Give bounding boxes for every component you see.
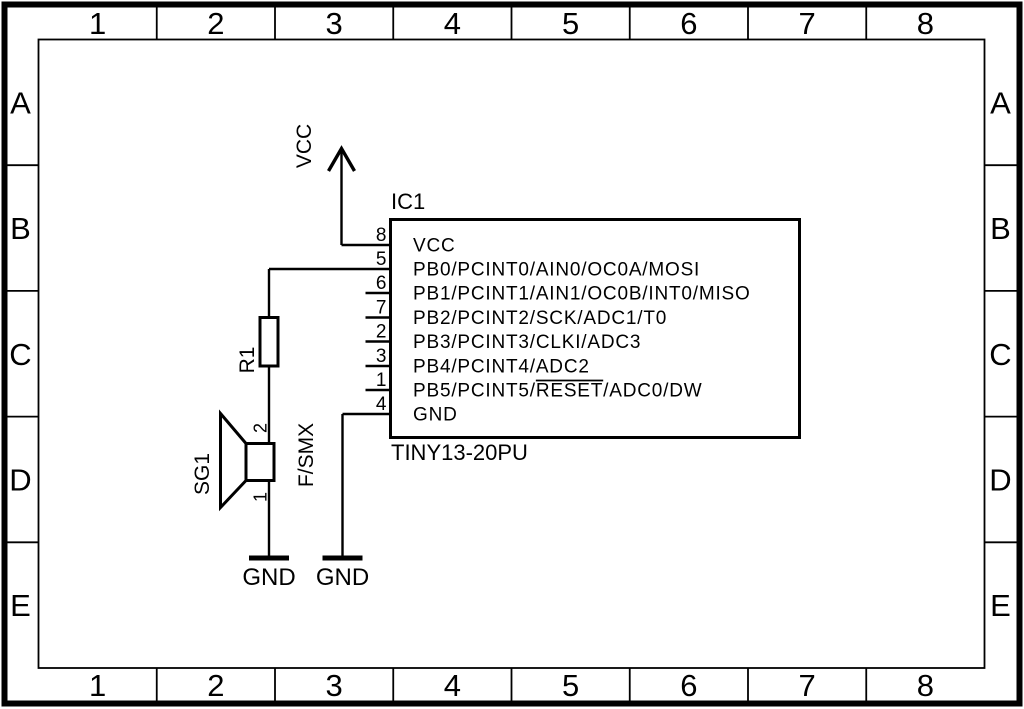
speaker-pin-1: 1 [251, 492, 271, 502]
speaker-cone-icon [219, 409, 248, 512]
frame-row-label-right: A [990, 85, 1011, 120]
gnd-net-label-ic: GND [316, 564, 369, 591]
ic-pin-name: PB3/PCINT3/CLKI/ADC3 [413, 332, 641, 353]
vcc-net-label: VCC [293, 124, 316, 168]
net-wires [267, 151, 391, 557]
frame-col-label-top: 6 [680, 6, 697, 41]
unconnected-pin-stubs [365, 291, 391, 392]
ic-pin-name: PB2/PCINT2/SCK/ADC1/T0 [413, 308, 667, 329]
ic-pin-name: GND [413, 405, 458, 426]
frame-row-label-right: C [989, 337, 1011, 372]
frame-row-ticks [7, 164, 1017, 544]
wires [267, 151, 391, 557]
vcc-symbol: VCC [293, 124, 356, 172]
frame-col-label-top: 2 [207, 6, 224, 41]
frame-row-label-right: E [990, 588, 1011, 623]
ic-pin-name: PB1/PCINT1/AIN1/OC0B/INT0/MISO [413, 284, 751, 305]
speaker-body [244, 442, 276, 482]
frame-col-label-bottom: 8 [917, 668, 934, 703]
frame-col-label-bottom: 1 [89, 668, 106, 703]
frame-column-ticks [155, 7, 868, 701]
speaker-designator: SG1 [191, 453, 214, 495]
resistor-r1: R1 [236, 316, 280, 374]
ic-pin-number: 7 [376, 298, 387, 319]
resistor-body [258, 316, 280, 368]
frame-col-label-bottom: 2 [207, 668, 224, 703]
gnd-net-label-speaker: GND [242, 564, 295, 591]
frame-col-label-top: 1 [89, 6, 106, 41]
frame-row-label-left: A [10, 85, 31, 120]
ic-pin-number: 2 [376, 322, 387, 343]
frame-col-label-bottom: 7 [799, 668, 816, 703]
ic-pin-name: PB4/PCINT4/ADC2 [413, 357, 590, 378]
frame-row-label-right: B [990, 211, 1011, 246]
frame-col-label-bottom: 5 [562, 668, 579, 703]
speaker-pin-2: 2 [251, 423, 271, 433]
frame-col-label-top: 8 [917, 6, 934, 41]
ic-body [389, 218, 801, 439]
frame-row-label-left: D [9, 462, 31, 497]
frame-row-label-left: E [10, 588, 31, 623]
frame-row-label-left: B [10, 211, 31, 246]
frame-col-label-top: 5 [562, 6, 579, 41]
ic-pin-name: PB0/PCINT0/AIN0/OC0A/MOSI [413, 260, 700, 281]
speaker-value: F/SMX [295, 423, 318, 487]
frame-row-label-left: C [9, 337, 31, 372]
ic-pin-number: 6 [376, 273, 387, 294]
vcc-arrow-icon [327, 145, 356, 172]
ic-pin-number: 5 [376, 249, 387, 270]
resistor-designator: R1 [236, 347, 259, 374]
frame-col-label-bottom: 3 [326, 668, 343, 703]
ic-pin-number: 8 [376, 225, 387, 246]
ic-value: TINY13-20PU [391, 440, 528, 465]
gnd-symbols: GND GND [242, 555, 369, 591]
frame-row-label-right: D [989, 462, 1011, 497]
frame-col-label-bottom: 6 [680, 668, 697, 703]
frame-col-label-top: 4 [444, 6, 461, 41]
speaker-sg1: SG1 F/SMX 2 1 [191, 409, 318, 512]
ic-designator: IC1 [391, 189, 425, 214]
ic-pin-name: VCC [413, 236, 456, 257]
ic-pin-number: 4 [376, 394, 387, 415]
frame-col-label-bottom: 4 [444, 668, 461, 703]
frame-col-label-top: 3 [326, 6, 343, 41]
frame-col-label-top: 7 [799, 6, 816, 41]
ic-pin-number: 1 [376, 370, 387, 391]
ic-pin-number: 3 [376, 346, 387, 367]
ic-pin-name: PB5/PCINT5/RESET/ADC0/DW [413, 381, 702, 402]
